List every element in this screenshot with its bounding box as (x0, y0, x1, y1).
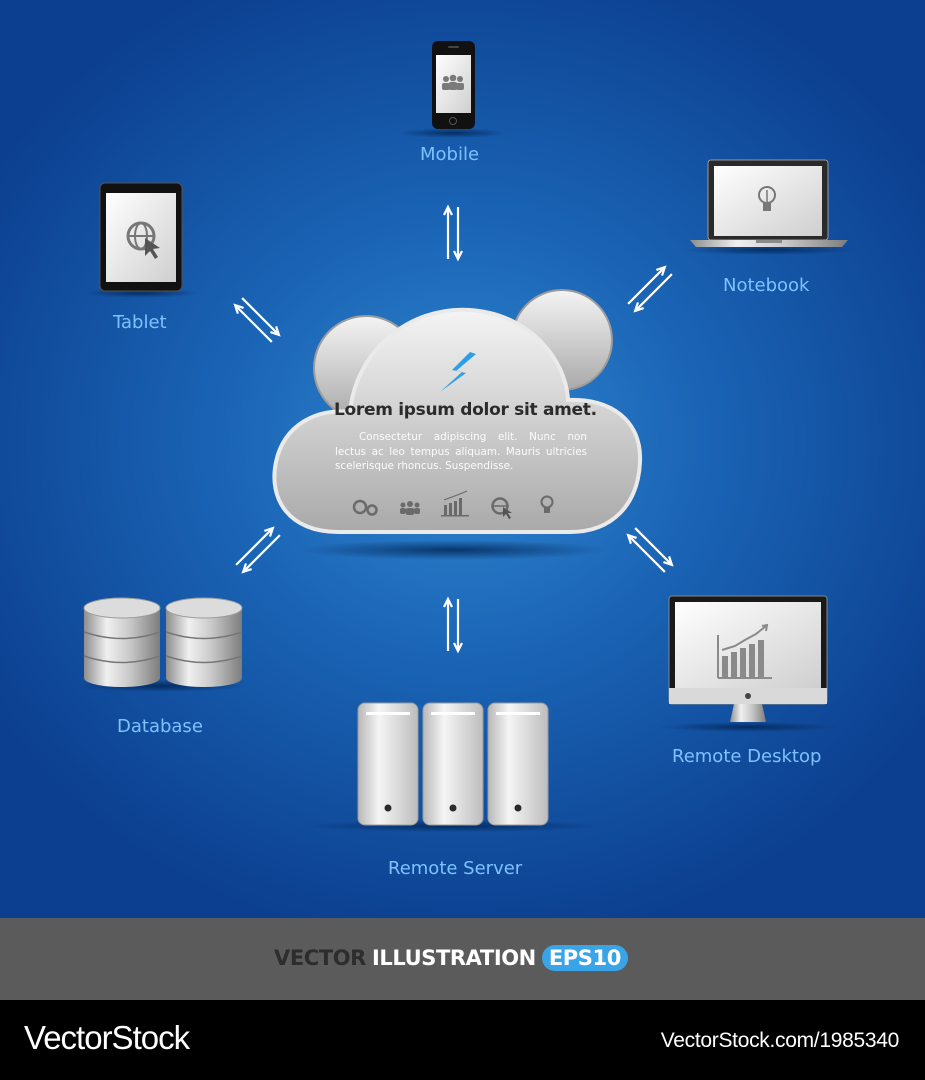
arrow-notebook (624, 263, 676, 315)
arrow-mobile (442, 205, 464, 261)
gears-icon (352, 499, 378, 516)
arrow-database (232, 524, 284, 576)
remote-server-label: Remote Server (388, 858, 523, 879)
title-band (0, 918, 925, 1000)
band-word-vector: VECTOR (274, 946, 366, 970)
notebook-label: Notebook (723, 275, 810, 296)
database-label: Database (117, 716, 203, 737)
band-word-illustration: ILLUSTRATION (371, 946, 536, 970)
diagram-svg (77, 41, 853, 832)
mobile-device-icon (398, 41, 508, 138)
cloud-title: Lorem ipsum dolor sit amet. (334, 400, 597, 420)
arrow-desktop (624, 524, 676, 576)
image-reference: VectorStock.com/1985340 (660, 1029, 900, 1052)
footer-bar (0, 1000, 925, 1080)
database-icon (77, 597, 247, 692)
mobile-label: Mobile (420, 144, 480, 165)
people-icon (400, 501, 420, 515)
cloud-shape (272, 289, 643, 560)
notebook-device-icon (683, 159, 853, 255)
arrow-server (442, 597, 464, 653)
lightbulb-icon (540, 495, 554, 513)
brand-logo: VectorStock (24, 1019, 190, 1056)
remote-desktop-icon (658, 595, 838, 732)
cloud-body-text: Consectetur adipiscing elit. Nunc non le… (335, 431, 587, 472)
eps-badge: EPS10 (541, 945, 628, 971)
arrow-tablet (231, 294, 283, 346)
bar-chart-icon (441, 490, 469, 517)
tablet-device-icon (83, 182, 199, 298)
globe-cursor-icon (491, 497, 512, 519)
diagram-canvas: Mobile Tablet Notebook Database Remote S… (0, 0, 925, 918)
remote-desktop-label: Remote Desktop (672, 746, 822, 767)
tablet-label: Tablet (113, 312, 167, 333)
remote-server-icon (303, 702, 603, 832)
